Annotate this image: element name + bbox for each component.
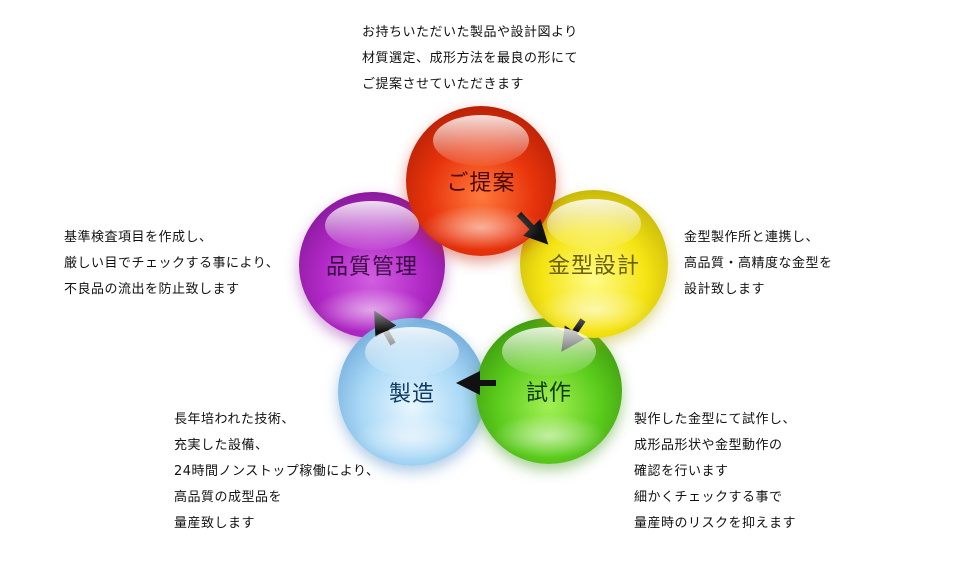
step-proposal-label: ご提案 — [446, 165, 515, 197]
step-quality-label: 品質管理 — [326, 249, 418, 281]
step-trial-label: 試作 — [526, 375, 572, 407]
step-mold-design-label: 金型設計 — [548, 248, 640, 280]
step-manufacturing-label: 製造 — [389, 376, 435, 408]
